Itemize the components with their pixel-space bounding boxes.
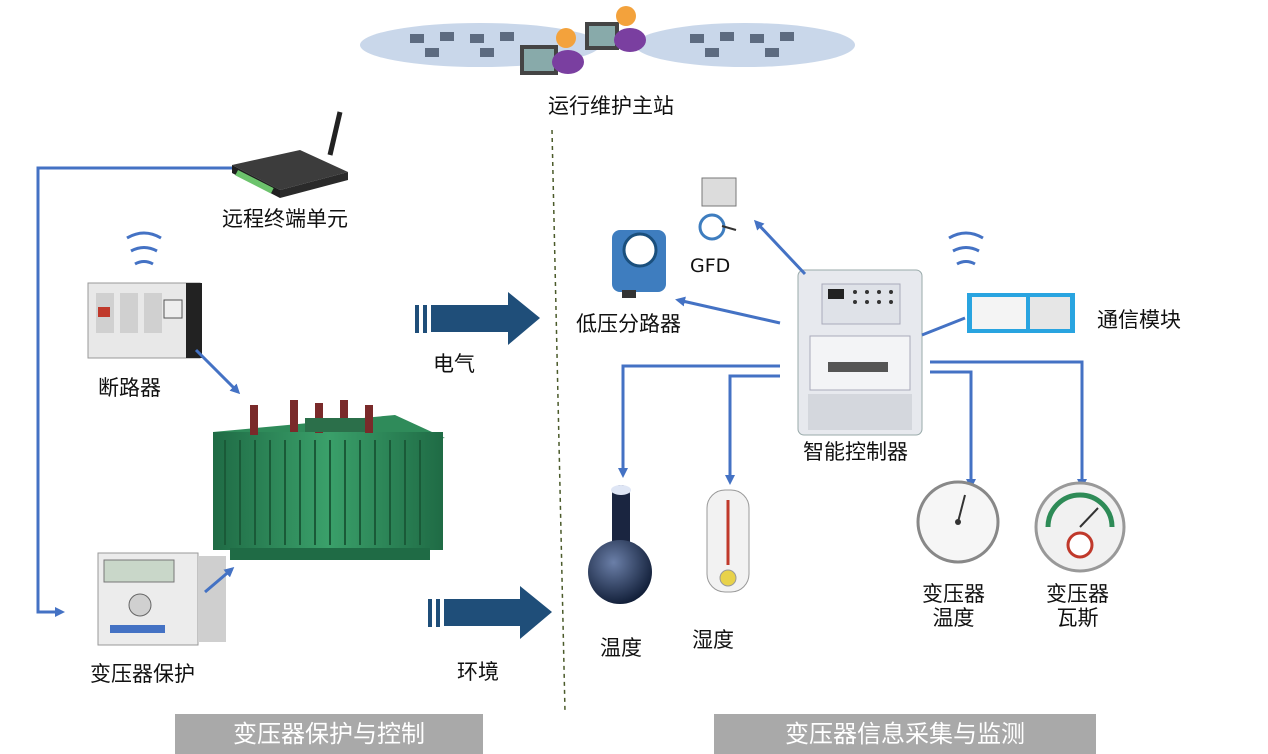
- breaker-label: 断路器: [98, 376, 161, 400]
- environment-flow-arrow: [428, 586, 552, 639]
- circuit-breaker-icon: [87, 282, 202, 359]
- protection-to-transformer-arrow: [204, 567, 235, 594]
- controller-to-gfd-arrow: [753, 219, 807, 276]
- left-section-banner: 变压器保护与控制: [175, 714, 483, 754]
- operator-icon: [520, 6, 646, 75]
- comm-module-icon: [967, 293, 1075, 333]
- transformer-icon: [213, 400, 445, 560]
- gas-gauge-icon: [1034, 481, 1126, 573]
- xfmr-temp-line1: 变压器: [922, 582, 985, 606]
- wifi-signal-icon: [126, 231, 984, 266]
- station-label: 运行维护主站: [548, 94, 674, 118]
- xfmr-gas-line1: 变压器: [1046, 582, 1109, 606]
- controller-to-comm-line: [921, 316, 966, 337]
- controller-to-temp-arrow: [618, 364, 780, 478]
- gfd-label: GFD: [690, 255, 731, 277]
- rtu-to-protection-arrow: [36, 166, 232, 617]
- breaker-to-transformer-arrow: [194, 348, 241, 395]
- electric-flow-arrow: [415, 292, 540, 345]
- xfmr-gas-line2: 瓦斯: [1056, 606, 1099, 631]
- thermometer-bulb-icon: [588, 485, 652, 604]
- protection-label: 变压器保护: [90, 662, 195, 686]
- electric-label: 电气: [433, 352, 475, 376]
- current-sensor-icon: [612, 230, 666, 298]
- right-section-banner: 变压器信息采集与监测: [714, 714, 1096, 754]
- fault-detector-icon: [698, 177, 737, 241]
- xfmr-temp-label: 变压器 温度: [922, 582, 985, 630]
- environment-label: 环境: [457, 660, 499, 684]
- xfmr-temp-line2: 温度: [932, 606, 975, 631]
- lv-breaker-label: 低压分路器: [576, 312, 681, 336]
- controller-label: 智能控制器: [803, 440, 908, 464]
- controller-to-gas-arrow: [930, 360, 1087, 489]
- network-cloud-icon: [360, 23, 855, 67]
- comm-module-label: 通信模块: [1097, 308, 1181, 332]
- xfmr-gas-label: 变压器 瓦斯: [1046, 582, 1109, 630]
- dial-gauge-icon: [916, 480, 1000, 564]
- controller-to-humidity-arrow: [725, 374, 780, 485]
- hygrometer-icon: [706, 489, 750, 593]
- router-icon: [232, 111, 348, 198]
- controller-to-breaker-arrow: [675, 296, 781, 325]
- rtu-label: 远程终端单元: [222, 207, 348, 231]
- temp-label: 温度: [600, 636, 642, 660]
- protection-relay-icon: [97, 552, 226, 646]
- controller-to-xfmr-temp-arrow: [930, 370, 976, 489]
- smart-meter-icon: [797, 269, 923, 436]
- humidity-label: 湿度: [692, 628, 734, 652]
- divider-line: [551, 129, 566, 713]
